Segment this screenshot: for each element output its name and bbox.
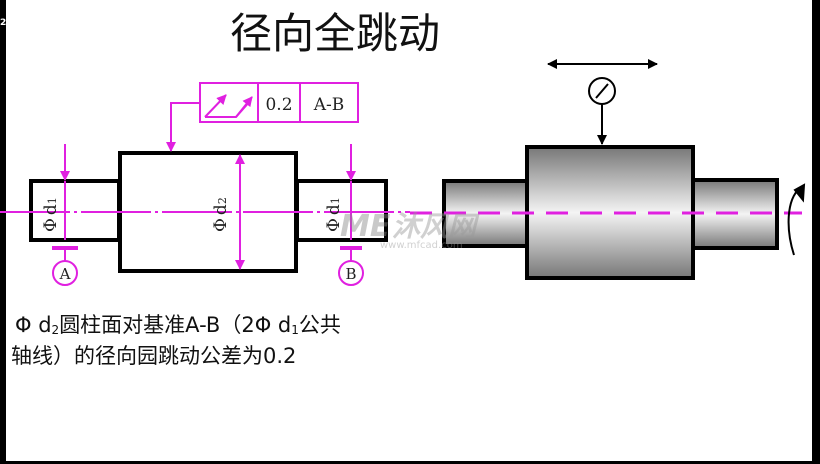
slide-title: 径向全跳动 bbox=[230, 9, 440, 58]
tolerance-datum: A-B bbox=[313, 95, 345, 115]
leader-arrow bbox=[166, 102, 200, 152]
rotation-arrow-icon bbox=[787, 187, 801, 256]
svg-text:www.mfcad.com: www.mfcad.com bbox=[380, 240, 463, 251]
right-journal bbox=[295, 179, 388, 242]
svg-text:Φd1: Φd1 bbox=[324, 197, 344, 232]
d1-label-left: Φd1 bbox=[41, 197, 61, 232]
datum-a-label: A bbox=[59, 265, 71, 283]
total-runout-icon bbox=[204, 94, 253, 118]
svg-text:Φd2: Φd2 bbox=[211, 197, 231, 232]
d1-label-right: Φd1 bbox=[324, 197, 344, 232]
datum-a-circle bbox=[52, 260, 78, 286]
tolerance-value: 0.2 bbox=[265, 95, 292, 115]
d2-label: Φd2 bbox=[211, 197, 231, 232]
svg-text:ME: ME bbox=[340, 209, 391, 244]
svg-text:沐风网: 沐风网 bbox=[392, 210, 480, 243]
caption-line-2: 轴线）的径向园跳动公差为0.2 bbox=[11, 344, 297, 368]
caption-line-1: Φ d2圆柱面对基准A-B（2Φ d1公共 bbox=[15, 313, 341, 337]
watermark: ME 沐风网 www.mfcad.com bbox=[340, 209, 480, 251]
datum-b-label: B bbox=[345, 265, 356, 283]
datum-b-circle bbox=[338, 260, 364, 286]
svg-text:Φd1: Φd1 bbox=[41, 197, 61, 232]
